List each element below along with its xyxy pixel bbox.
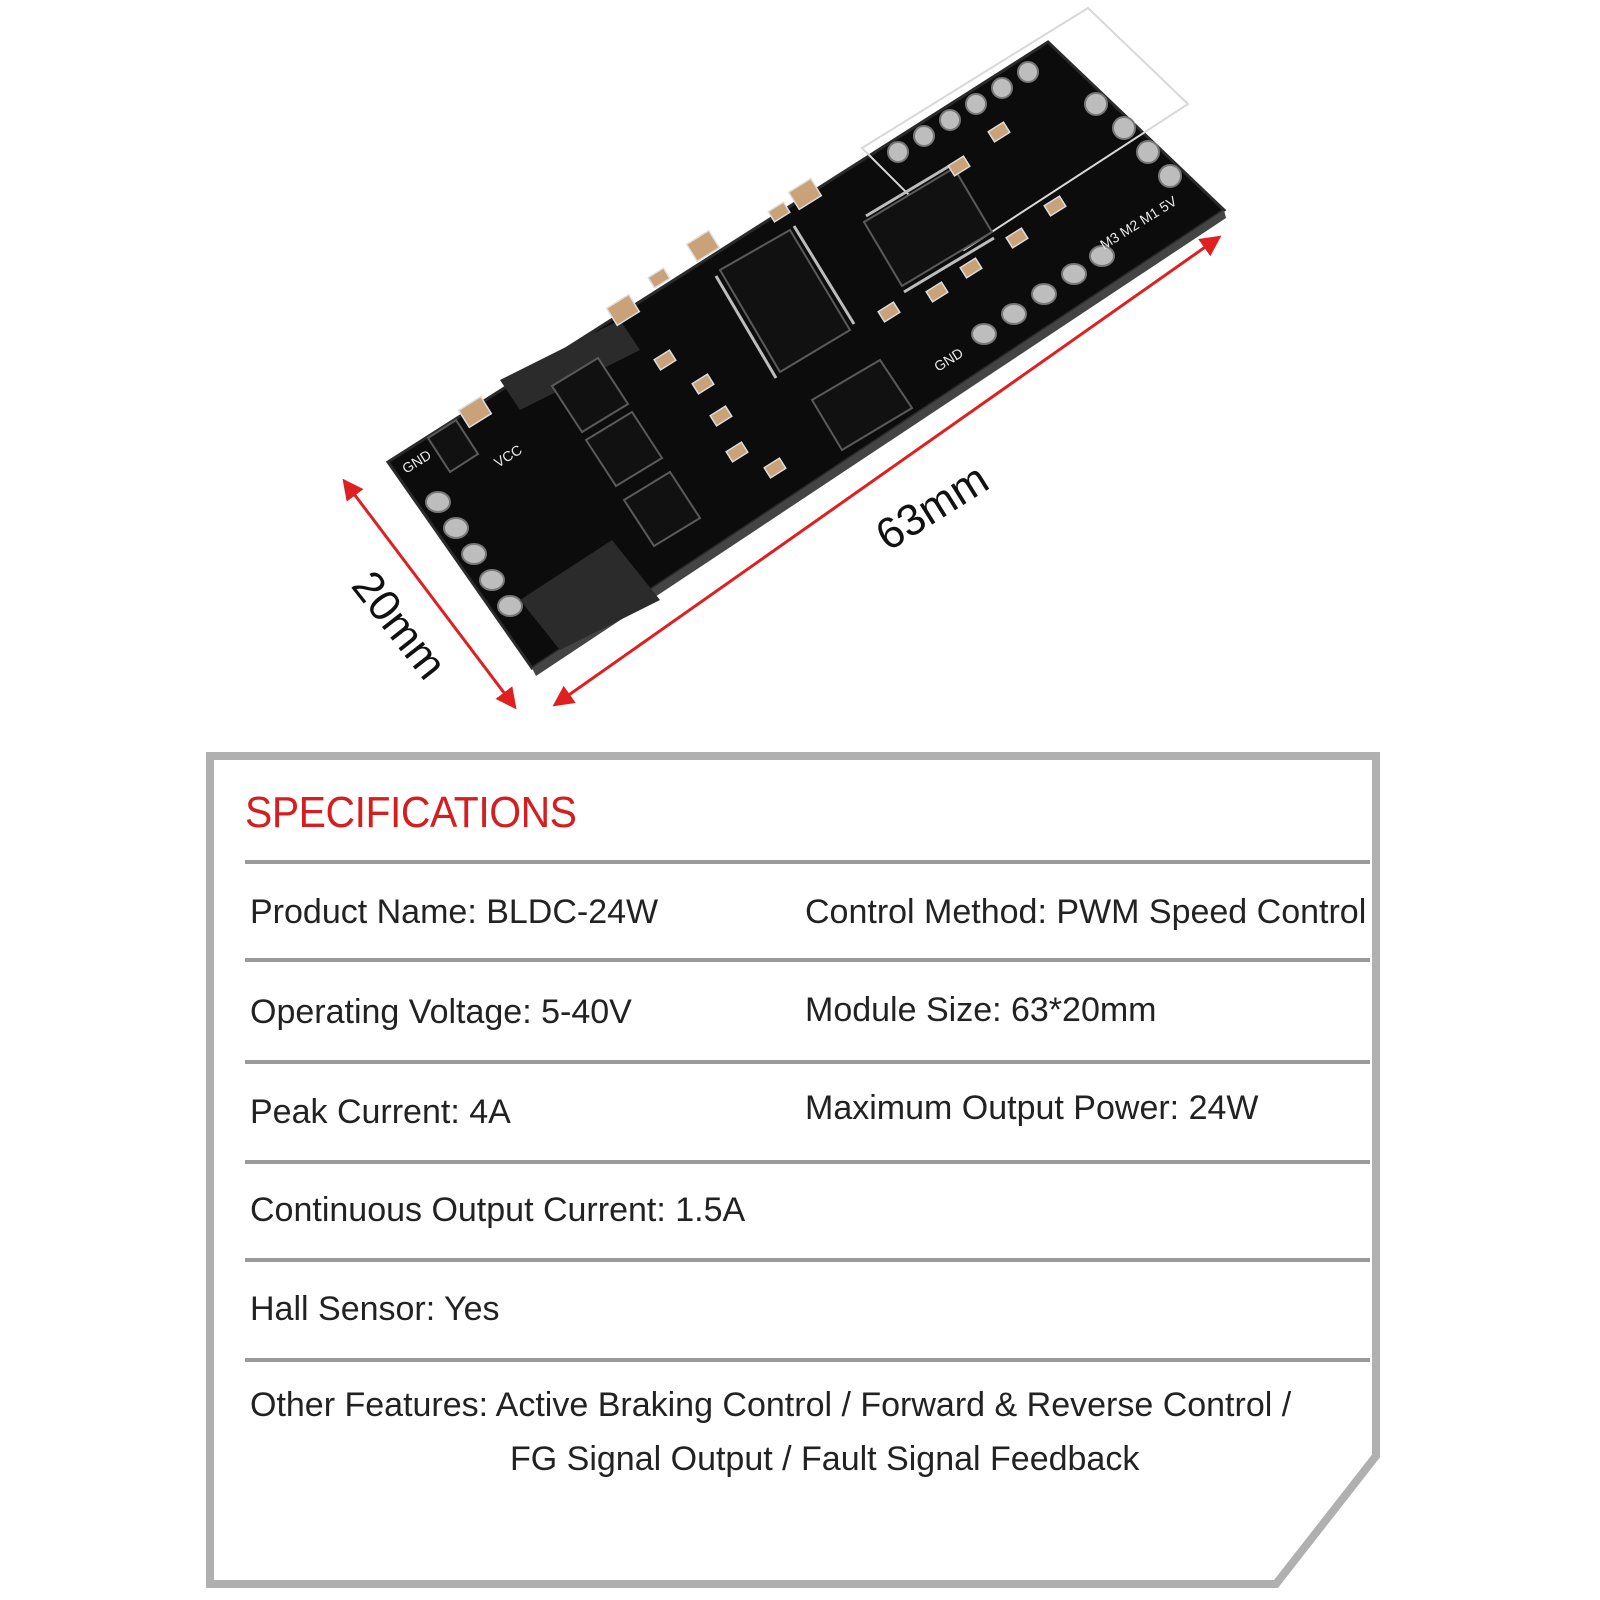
header-pins-right xyxy=(1084,92,1182,188)
pcb-board: GND VCC GND M3 M2 M1 5V xyxy=(385,6,1227,676)
spec-divider xyxy=(245,860,1370,864)
spec-control-method: Control Method: PWM Speed Control xyxy=(805,893,1367,931)
spec-peak-current: Peak Current: 4A xyxy=(250,1093,511,1131)
board-photo: GND VCC GND M3 M2 M1 5V 63mm 20mm xyxy=(0,0,1600,760)
length-dimension-arrow xyxy=(552,235,1222,707)
spec-divider xyxy=(245,958,1370,962)
spec-hall-sensor: Hall Sensor: Yes xyxy=(250,1290,500,1328)
spec-divider xyxy=(245,1160,1370,1164)
spec-max-output-power: Maximum Output Power: 24W xyxy=(805,1089,1259,1127)
spec-divider xyxy=(245,1258,1370,1262)
spec-other-features-line1: Other Features: Active Braking Control /… xyxy=(250,1386,1292,1424)
spec-product-name: Product Name: BLDC-24W xyxy=(250,893,659,931)
spec-other-features-line2: FG Signal Output / Fault Signal Feedback xyxy=(510,1440,1140,1478)
header-pins-top xyxy=(887,61,1039,163)
spec-continuous-current: Continuous Output Current: 1.5A xyxy=(250,1191,746,1229)
specifications-title: SPECIFICATIONS xyxy=(245,788,577,837)
width-label: 20mm xyxy=(342,562,456,689)
spec-divider xyxy=(245,1060,1370,1064)
pcb-illustration: GND VCC GND M3 M2 M1 5V 63mm 20mm xyxy=(342,6,1227,710)
spec-frame xyxy=(206,752,1402,1588)
spec-divider xyxy=(245,1358,1370,1362)
spec-module-size: Module Size: 63*20mm xyxy=(805,991,1157,1029)
width-dimension-arrow xyxy=(342,478,517,710)
spec-frame-border xyxy=(206,752,1380,1588)
spec-operating-voltage: Operating Voltage: 5-40V xyxy=(250,993,632,1031)
